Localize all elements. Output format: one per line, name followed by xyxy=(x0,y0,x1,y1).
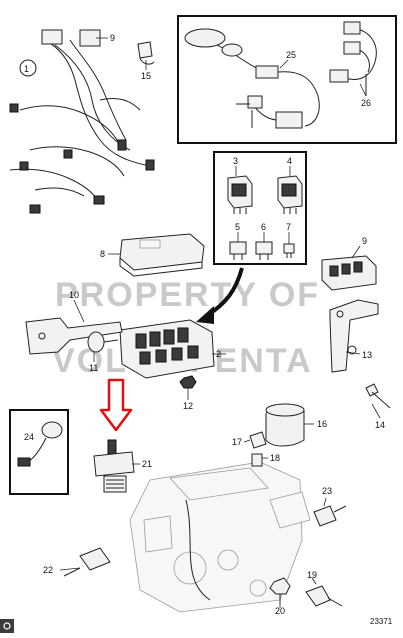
nut-12 xyxy=(179,375,197,389)
callout-19: 19 xyxy=(307,570,317,580)
callout-15: 15 xyxy=(141,71,151,81)
callout-21: 21 xyxy=(142,459,152,469)
corner-widget-icon[interactable] xyxy=(0,619,14,633)
sensor-22 xyxy=(63,547,111,577)
bolt-14 xyxy=(365,383,391,409)
fuse-7 xyxy=(283,243,295,258)
callout-24: 24 xyxy=(24,432,34,442)
sensor-detail-frame xyxy=(9,409,69,495)
callout-17: 17 xyxy=(232,437,242,447)
sensor-24 xyxy=(17,421,63,467)
fitting-17 xyxy=(249,431,267,449)
fusebox-2 xyxy=(119,319,215,379)
oil-filter-16 xyxy=(265,403,305,447)
callout-labels: 1 2 3 4 5 6 7 8 9 9 10 11 12 13 14 15 16… xyxy=(24,33,385,616)
fuse-6 xyxy=(255,241,273,260)
callout-1: 1 xyxy=(24,64,29,74)
bracket-13 xyxy=(329,299,379,373)
fuse-5 xyxy=(229,241,247,260)
callout-9-relay-block: 9 xyxy=(362,236,367,246)
plug-18 xyxy=(251,453,263,467)
callout-23: 23 xyxy=(322,486,332,496)
callout-12: 12 xyxy=(183,401,193,411)
sensor-19 xyxy=(305,585,343,607)
sender-20 xyxy=(269,577,291,604)
callout-5: 5 xyxy=(235,222,240,232)
callout-18: 18 xyxy=(270,453,280,463)
pointer-arrow-head xyxy=(196,306,214,324)
callout-20: 20 xyxy=(275,606,285,616)
callout-14: 14 xyxy=(375,420,385,430)
sub-harness-26 xyxy=(329,21,377,96)
callout-3: 3 xyxy=(233,156,238,166)
grommet-11 xyxy=(87,331,119,353)
callout-6: 6 xyxy=(261,222,266,232)
relay-4 xyxy=(277,175,303,214)
sub-harness-25 xyxy=(184,28,320,129)
main-wiring-harness xyxy=(9,29,155,214)
callout-26: 26 xyxy=(361,98,371,108)
fusebox-cover-8 xyxy=(119,233,205,277)
bracket-10 xyxy=(25,317,123,355)
callout-7: 7 xyxy=(286,222,291,232)
sensor-23 xyxy=(313,505,347,527)
callout-2: 2 xyxy=(216,349,221,359)
pressure-switch-21 xyxy=(93,439,135,493)
callout-13: 13 xyxy=(362,350,372,360)
engine-block xyxy=(129,461,311,613)
callout-10: 10 xyxy=(69,290,79,300)
relay-detail-frame xyxy=(213,151,307,265)
callout-25: 25 xyxy=(286,50,296,60)
harness-detail-frame xyxy=(177,15,397,144)
watermark-line-1: PROPERTY OF xyxy=(55,276,320,314)
callout-22: 22 xyxy=(43,565,53,575)
highlight-arrow xyxy=(99,378,133,432)
drawing-number: 23371 xyxy=(370,617,393,626)
callout-9-harness: 9 xyxy=(110,33,115,43)
relay-block-9 xyxy=(321,255,377,291)
callout-8: 8 xyxy=(100,249,105,259)
callout-16: 16 xyxy=(317,419,327,429)
callout-11: 11 xyxy=(89,363,98,373)
callout-4: 4 xyxy=(287,156,292,166)
relay-3 xyxy=(227,175,253,214)
leader-lines xyxy=(59,37,381,608)
